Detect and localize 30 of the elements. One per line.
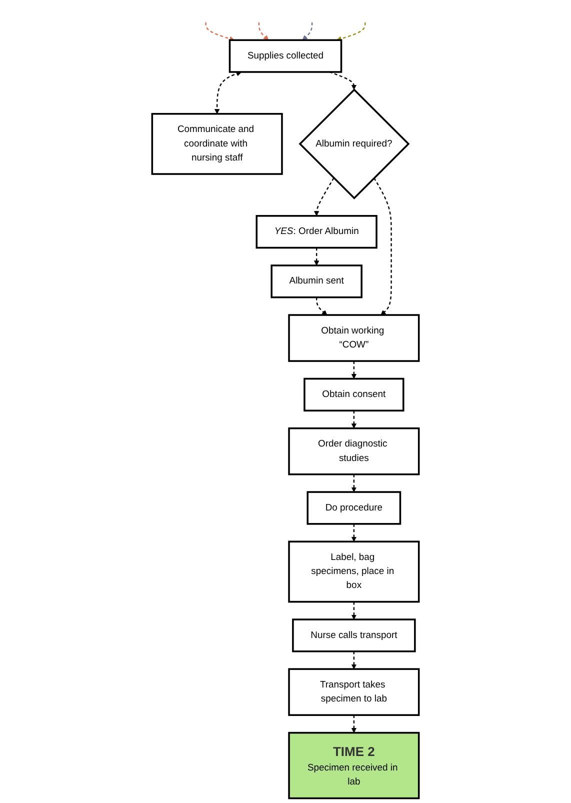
arrow: [336, 22, 366, 42]
node-box: Supplies collected: [228, 39, 342, 73]
arrow: [351, 651, 357, 670]
arrow: [316, 297, 328, 316]
arrow: [258, 22, 269, 40]
node-box: Order diagnostic studies: [288, 427, 420, 476]
arrow: [314, 248, 320, 266]
node-box: Label, bag specimens, place in box: [288, 540, 420, 603]
arrow: [314, 178, 334, 216]
arrow: [351, 474, 357, 492]
arrow: [351, 602, 357, 620]
node-box: Obtain working “COW”: [288, 314, 420, 362]
arrow: [351, 361, 357, 379]
node-box: Communicate and coordinate with nursing staff: [151, 112, 283, 175]
arrow: [374, 178, 392, 316]
node-box: Obtain consent: [304, 378, 404, 412]
node-box: Nurse calls transport: [292, 618, 416, 652]
arrow: [351, 524, 357, 542]
arrow: [302, 22, 313, 40]
arrow: [214, 71, 242, 114]
node-box: Transport takes specimen to lab: [288, 668, 420, 716]
arrow: [351, 715, 357, 734]
arrow: [351, 410, 357, 429]
arrow: [329, 71, 357, 90]
node-diamond: Albumin required?: [298, 88, 410, 200]
node-box: Do procedure: [306, 491, 402, 525]
arrow: [205, 22, 235, 42]
node-box: TIME 2 Specimen received in lab: [288, 732, 420, 800]
node-box: YES: Order Albumin: [256, 215, 378, 249]
node-box: Albumin sent: [270, 264, 362, 298]
